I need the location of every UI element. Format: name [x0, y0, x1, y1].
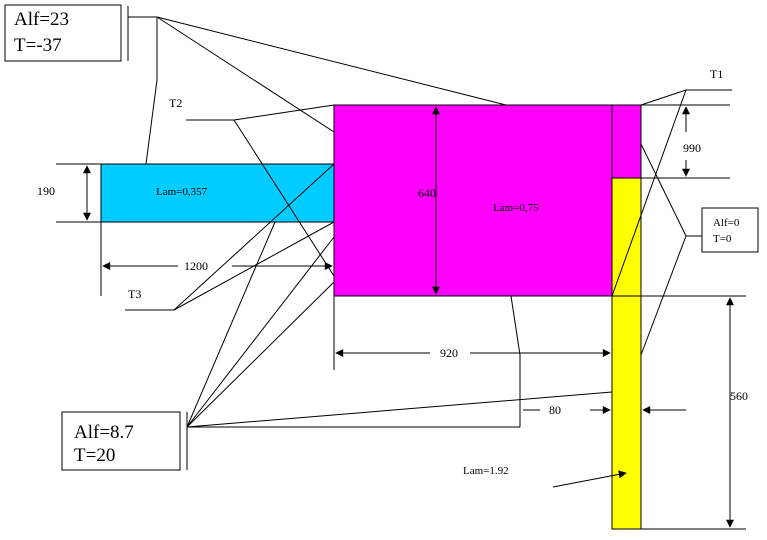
- boundary-box-inner: [61, 411, 181, 471]
- dim-190-label: 190: [37, 184, 55, 198]
- t2-label: T2: [169, 96, 182, 110]
- magenta-block: [333, 104, 642, 297]
- t3-label: T3: [128, 287, 141, 301]
- dimension-arrows: [83, 106, 734, 528]
- inner-temp-label: T=20: [74, 445, 115, 466]
- boundary-box-adiabatic: [701, 207, 759, 253]
- outer-temp-label: T=-37: [14, 35, 62, 56]
- t1-label: T1: [710, 67, 723, 81]
- magenta-corner-strip: [611, 104, 642, 179]
- dim-920-label: 920: [440, 346, 458, 360]
- dim-1200-label: 1200: [184, 259, 208, 273]
- lam192-pointer: [552, 470, 627, 488]
- inner-alf-label: Alf=8.7: [74, 422, 134, 443]
- outer-alf-label: Alf=23: [14, 9, 69, 30]
- boundary-box-outer: [4, 4, 122, 62]
- dim-560-label: 560: [730, 389, 748, 403]
- dim-640-label: 640: [418, 186, 436, 200]
- structure-lines: [56, 104, 746, 530]
- yellow-block: [611, 177, 642, 530]
- lam-magenta-label: Lam=0,75: [493, 202, 539, 214]
- dim-80-label: 80: [549, 403, 561, 417]
- adiabatic-temp-label: T=0: [713, 233, 732, 245]
- leader-lines: [125, 6, 732, 488]
- dim-990-label: 990: [683, 141, 701, 155]
- lam-cyan-label: Lam=0,357: [156, 186, 208, 198]
- adiabatic-alf-label: Alf=0: [713, 217, 740, 229]
- cyan-block: [100, 163, 335, 223]
- lam-yellow-label: Lam=1.92: [463, 465, 509, 477]
